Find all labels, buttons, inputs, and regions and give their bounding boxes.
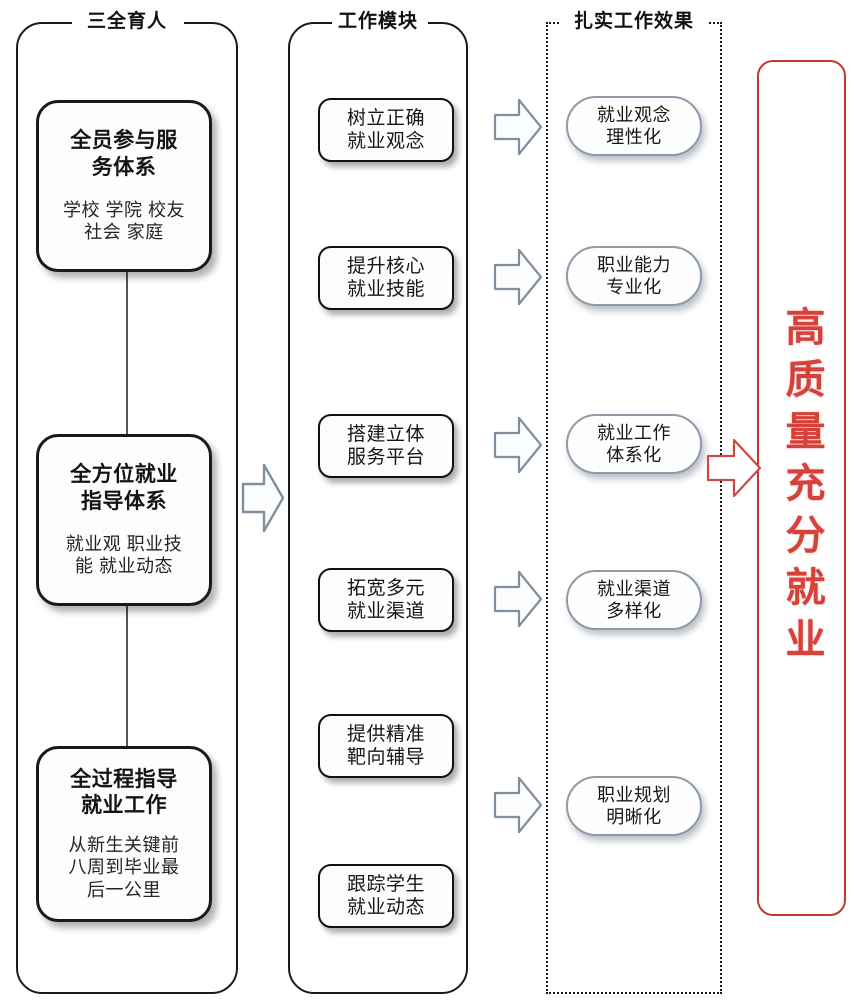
result-pill-3[interactable]: 就业工作 体系化: [566, 414, 702, 474]
module-box-1[interactable]: 树立正确 就业观念: [318, 98, 454, 162]
result-pill-1[interactable]: 就业观念 理性化: [566, 96, 702, 156]
arrow-module-to-result-2: [492, 246, 544, 308]
module-2-label: 提升核心 就业技能: [346, 255, 425, 300]
result-pill-5[interactable]: 职业规划 明晰化: [566, 776, 702, 836]
module-6-label: 跟踪学生 就业动态: [346, 873, 425, 918]
arrow-results-to-goal: [705, 436, 763, 500]
module-box-5[interactable]: 提供精准 靶向辅导: [318, 714, 454, 778]
goal-text: 高质量充分就业: [779, 306, 824, 670]
arrow-module-to-result-5: [492, 774, 544, 836]
arrow-pillars-to-modules: [240, 458, 286, 538]
pillar-box-3[interactable]: 全过程指导 就业工作 从新生关键前 八周到毕业最 后一公里: [36, 746, 212, 922]
column-frame-modules: [288, 22, 468, 994]
column-frame-notch-2: [332, 18, 428, 26]
pillar-box-2[interactable]: 全方位就业 指导体系 就业观 职业技 能 就业动态: [36, 434, 212, 606]
result-1-label: 就业观念 理性化: [597, 104, 671, 148]
goal-box[interactable]: 高质量充分就业: [757, 60, 846, 916]
pillar-2-subtitle: 就业观 职业技 能 就业动态: [65, 533, 183, 577]
pillar-1-subtitle: 学校 学院 校友 社会 家庭: [62, 199, 185, 243]
column-title-results: 扎实工作效果: [573, 11, 694, 32]
column-title-sanquan: 三全育人: [86, 11, 167, 32]
column-frame-results: [546, 22, 722, 994]
pillar-3-subtitle: 从新生关键前 八周到毕业最 后一公里: [68, 834, 180, 900]
arrow-module-to-result-1: [492, 96, 544, 158]
module-1-label: 树立正确 就业观念: [346, 107, 425, 152]
result-3-label: 就业工作 体系化: [597, 422, 671, 466]
module-box-2[interactable]: 提升核心 就业技能: [318, 246, 454, 310]
module-3-label: 搭建立体 服务平台: [346, 423, 425, 468]
pillar-connector-2-3: [126, 606, 128, 746]
column-title-modules: 工作模块: [337, 11, 418, 32]
arrow-module-to-result-4: [492, 568, 544, 630]
pillar-1-title: 全员参与服 务体系: [70, 129, 178, 179]
column-frame-notch-3: [560, 16, 708, 28]
result-4-label: 就业渠道 多样化: [597, 578, 671, 622]
result-2-label: 职业能力 专业化: [597, 254, 671, 298]
pillar-3-title: 全过程指导 就业工作: [70, 768, 178, 818]
module-box-3[interactable]: 搭建立体 服务平台: [318, 414, 454, 478]
pillar-box-1[interactable]: 全员参与服 务体系 学校 学院 校友 社会 家庭: [36, 100, 212, 272]
column-frame-notch-1: [72, 18, 184, 26]
result-5-label: 职业规划 明晰化: [597, 784, 671, 828]
module-5-label: 提供精准 靶向辅导: [346, 723, 425, 768]
result-pill-4[interactable]: 就业渠道 多样化: [566, 570, 702, 630]
arrow-module-to-result-3: [492, 414, 544, 476]
result-pill-2[interactable]: 职业能力 专业化: [566, 246, 702, 306]
pillar-connector-1-2: [126, 270, 128, 436]
module-box-4[interactable]: 拓宽多元 就业渠道: [318, 568, 454, 632]
module-4-label: 拓宽多元 就业渠道: [346, 577, 425, 622]
module-box-6[interactable]: 跟踪学生 就业动态: [318, 864, 454, 928]
pillar-2-title: 全方位就业 指导体系: [70, 463, 178, 513]
